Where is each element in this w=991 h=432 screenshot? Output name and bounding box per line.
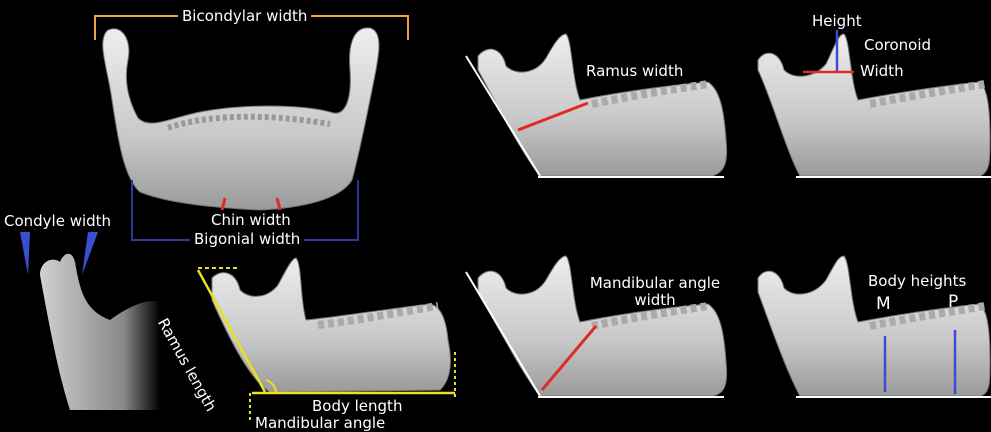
mandibular-angle-label: Mandibular angle bbox=[255, 416, 385, 431]
bicondylar-width-label: Bicondylar width bbox=[178, 9, 311, 24]
height-label: Height bbox=[812, 14, 862, 29]
p-label: P bbox=[948, 294, 958, 311]
condyle-panel bbox=[20, 232, 160, 410]
mandibular-angle-width-line1: Mandibular angle bbox=[584, 276, 726, 291]
width-label: Width bbox=[860, 64, 904, 79]
chin-width-label: Chin width bbox=[211, 213, 291, 228]
mandibular-angle-width-line2: width bbox=[584, 293, 726, 308]
ramus-width-panel bbox=[466, 34, 727, 177]
bigonial-width-label: Bigonial width bbox=[190, 232, 304, 247]
coronoid-label: Coronoid bbox=[864, 38, 931, 53]
frontal-mandible-bone bbox=[103, 28, 379, 210]
condyle-width-label: Condyle width bbox=[4, 214, 111, 229]
frontal-mandible-panel bbox=[95, 16, 408, 240]
condyle-bone bbox=[40, 254, 160, 410]
condyle-width-marker-left bbox=[20, 232, 30, 275]
ramus-width-label: Ramus width bbox=[586, 64, 683, 79]
body-length-label: Body length bbox=[312, 399, 402, 414]
mandibular-angle-width-label: Mandibular angle width bbox=[584, 276, 726, 308]
condyle-width-marker-right bbox=[82, 232, 98, 275]
m-label: M bbox=[876, 296, 891, 313]
body-heights-label: Body heights bbox=[868, 274, 966, 289]
